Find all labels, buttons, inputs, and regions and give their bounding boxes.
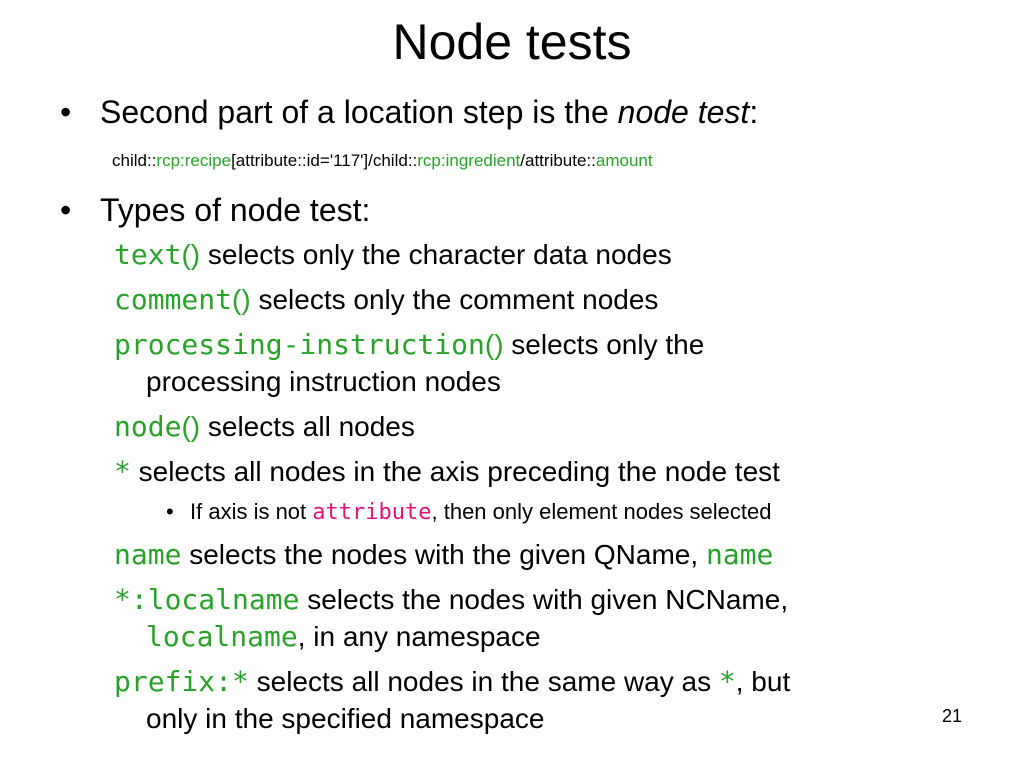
sub-bullet-marker: • [166,499,174,524]
test-desc: selects all nodes in the same way as [248,666,719,697]
code-pi: processing-instruction [114,328,485,361]
path-part-ingredient: rcp:ingredient [417,151,521,170]
code-paren: () [232,284,251,315]
test-desc-continued: processing instruction nodes [146,366,501,397]
path-part-amount: amount [595,151,653,170]
node-test-pi: processing-instruction() selects only th… [114,328,704,362]
code-paren: () [484,329,504,360]
test-desc: selects all nodes in the axis preceding … [130,456,780,487]
sub-bullet-text: If axis is not attribute, then only elem… [190,498,772,527]
code-localname: *:localname [114,583,300,616]
code-name: name [114,538,182,571]
test-desc-tail: , in any namespace [297,621,541,652]
code-star-ref: * [718,665,736,698]
test-desc: selects the nodes with given NCName, [299,584,789,615]
node-test-prefix: prefix:* selects all nodes in the same w… [114,665,790,699]
emphasis-node-test: node test [617,94,750,130]
test-desc: selects only the comment nodes [250,284,659,315]
code-paren: () [181,411,201,442]
code-text: text [114,238,182,271]
code-paren: () [181,239,201,270]
slide-title: Node tests [392,14,632,70]
path-part-recipe: rcp:recipe [156,151,232,170]
node-test-star: * selects all nodes in the axis precedin… [114,455,780,489]
node-test-name: name selects the nodes with the given QN… [114,538,773,572]
page-number: 21 [941,706,962,726]
node-test-node: node() selects all nodes [114,410,415,444]
code-name-ref: name [705,538,774,571]
path-part: /attribute:: [520,151,596,170]
node-test-localname: *:localname selects the nodes with given… [114,583,788,617]
code-node: node [114,410,182,443]
path-part: child:: [112,151,157,170]
code-attribute: attribute [312,500,432,525]
test-desc-continued: only in the specified namespace [146,703,545,734]
code-star: * [114,455,131,488]
test-desc: selects only the [503,329,705,360]
sub-text-end: , then only element nodes selected [431,499,772,524]
test-desc: selects only the character data nodes [200,239,672,270]
test-desc: selects all nodes [200,411,415,442]
path-part: [attribute::id='117']/child:: [231,151,418,170]
node-test-text: text() selects only the character data n… [114,238,672,272]
bullet-text: Types of node test: [100,192,371,228]
code-prefix: prefix:* [114,665,249,698]
bullet-marker: • [60,192,72,228]
bullet-marker: • [60,94,72,130]
test-desc: selects the nodes with the given QName, [181,539,706,570]
bullet-text-end: : [749,94,759,130]
bullet-text-start: Second part of a location step is the [100,94,618,130]
test-desc-tail: , but [735,666,791,697]
node-test-comment: comment() selects only the comment nodes [114,283,658,317]
location-path-example: child::rcp:recipe[attribute::id='117']/c… [112,150,653,172]
code-localname-ref: localname [146,620,298,653]
bullet-text: Second part of a location step is the no… [100,92,758,132]
sub-text-start: If axis is not [190,499,313,524]
test-desc-continued: localname, in any namespace [146,620,541,654]
code-comment: comment [114,283,233,316]
